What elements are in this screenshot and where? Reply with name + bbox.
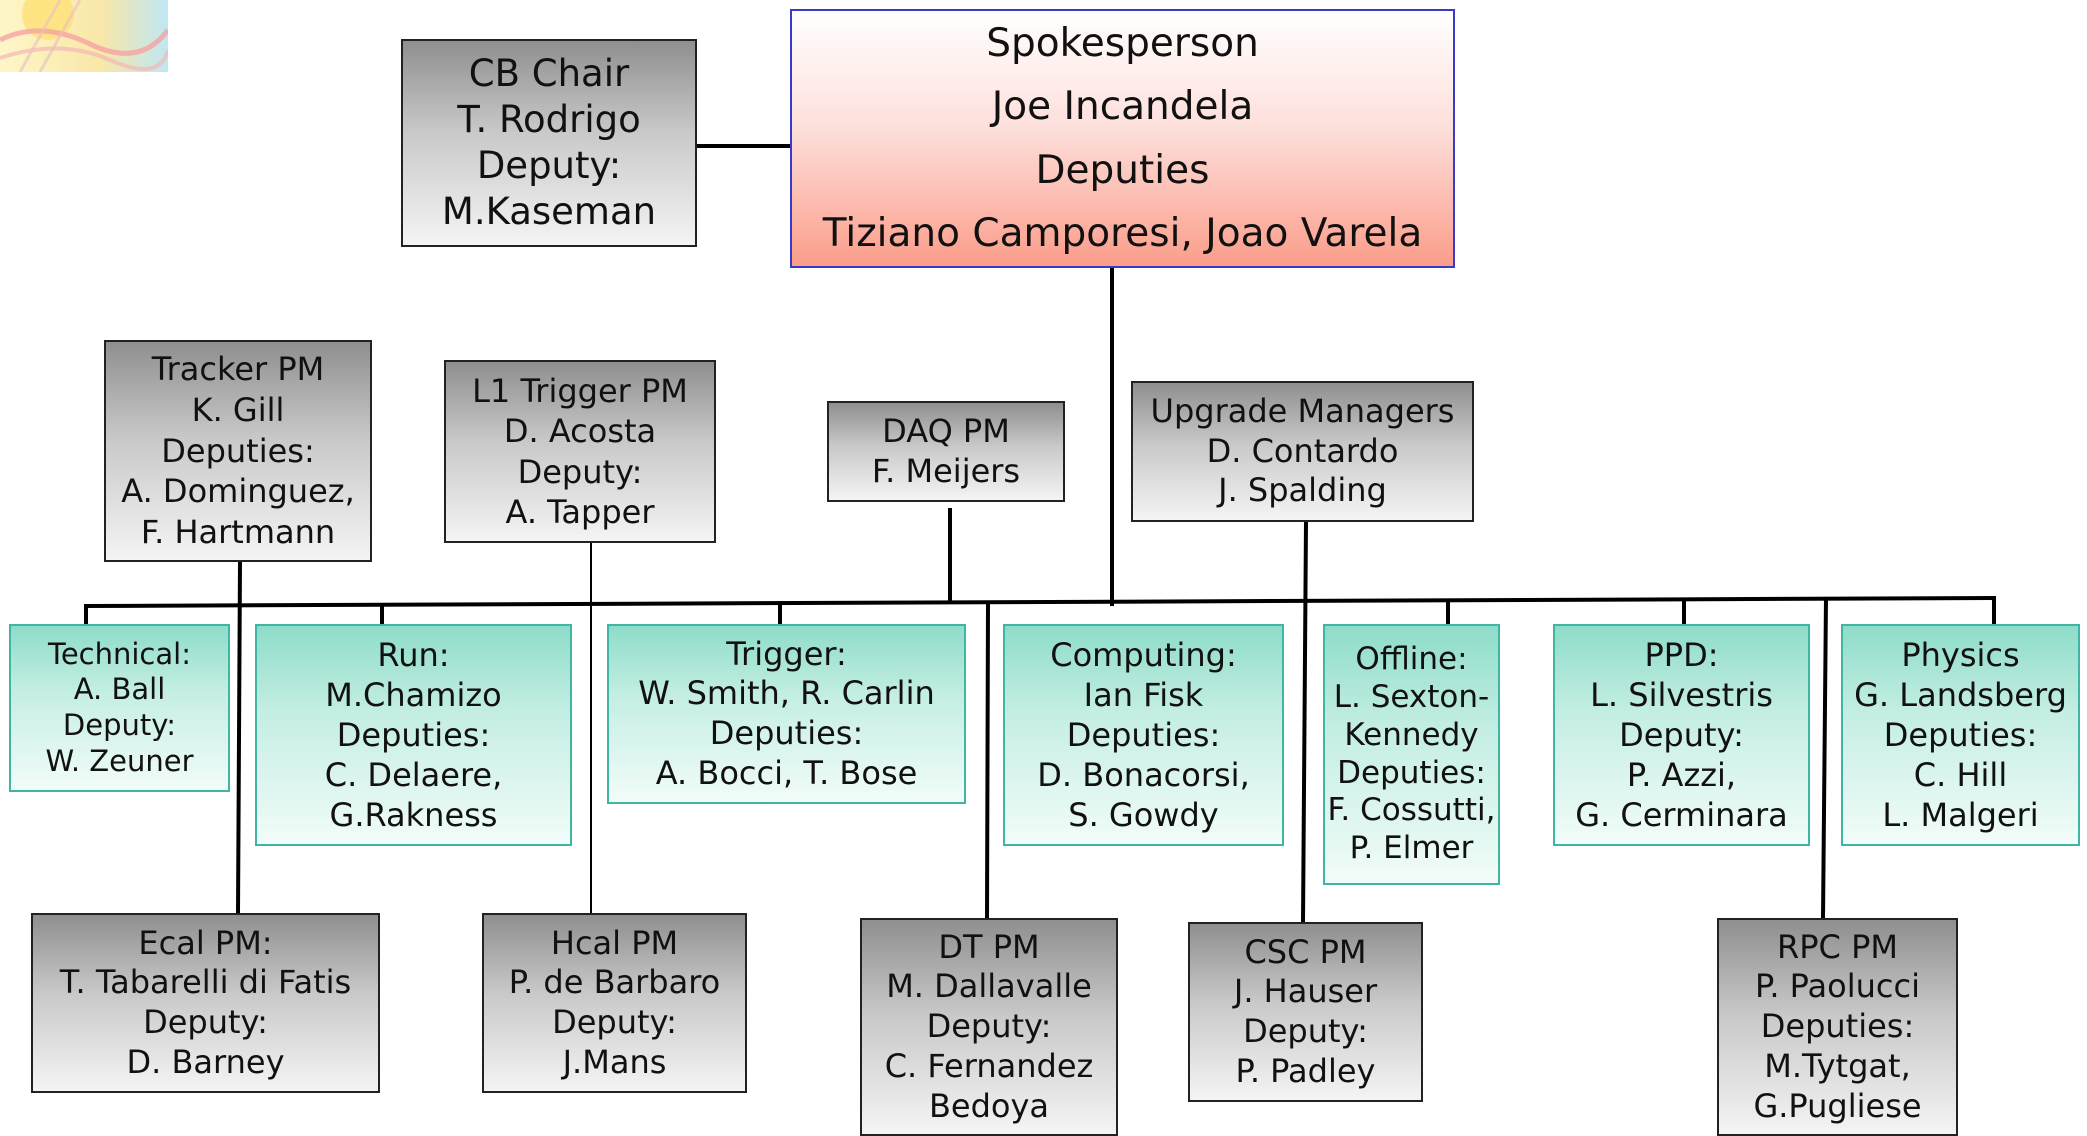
tracker-pm-line-1: Tracker PM: [151, 349, 325, 388]
ecal-pm-line-2: T. Tabarelli di Fatis: [59, 963, 352, 1002]
trigger-line-2: W. Smith, R. Carlin: [638, 674, 935, 713]
technical-line-3: Deputy:: [62, 708, 177, 742]
spokesperson-deputies-names: Tiziano Camporesi, Joao Varela: [822, 210, 1423, 256]
ppd-line-5: G. Cerminara: [1575, 796, 1788, 834]
offline-line-3: Kennedy: [1344, 716, 1479, 753]
run-line-1: Run:: [377, 636, 450, 674]
tracker-pm-line-2: K. Gill: [191, 390, 285, 429]
computing-line-2: Ian Fisk: [1083, 676, 1204, 714]
run-line-2: M.Chamizo: [325, 676, 502, 714]
offline-line-6: P. Elmer: [1349, 830, 1474, 867]
l1-trigger-pm-line-2: D. Acosta: [503, 412, 657, 451]
run-line-3: Deputies:: [336, 716, 491, 754]
physics-line-4: C. Hill: [1913, 756, 2008, 794]
tracker-pm-line-3: Deputies:: [161, 431, 315, 470]
l1-trigger-pm-line-1: L1 Trigger PM: [472, 371, 688, 410]
physics-box: Physics G. Landsberg Deputies: C. Hill L…: [1841, 624, 2080, 846]
cb-chair-box: CB Chair T. Rodrigo Deputy: M.Kaseman: [401, 39, 697, 247]
ppd-line-3: Deputy:: [1619, 716, 1744, 754]
run-box: Run: M.Chamizo Deputies: C. Delaere, G.R…: [255, 624, 572, 846]
cb-chair-deputy-label: Deputy:: [476, 144, 622, 187]
ecal-pm-line-1: Ecal PM:: [138, 923, 273, 962]
run-line-5: G.Rakness: [329, 796, 498, 834]
ppd-line-2: L. Silvestris: [1590, 676, 1773, 714]
offline-line-2: L. Sexton-: [1333, 678, 1490, 715]
trigger-box: Trigger: W. Smith, R. Carlin Deputies: A…: [607, 624, 966, 804]
ecal-pm-box: Ecal PM: T. Tabarelli di Fatis Deputy: D…: [31, 913, 380, 1093]
rpc-pm-line-1: RPC PM: [1777, 927, 1898, 966]
tracker-pm-line-4: A. Dominguez,: [121, 472, 355, 511]
dt-pm-line-5: Bedoya: [928, 1086, 1050, 1125]
computing-line-3: Deputies:: [1066, 716, 1221, 754]
hcal-pm-line-2: P. de Barbaro: [508, 963, 721, 1002]
physics-line-5: L. Malgeri: [1882, 796, 2039, 834]
ppd-box: PPD: L. Silvestris Deputy: P. Azzi, G. C…: [1553, 624, 1810, 846]
dt-pm-line-3: Deputy:: [926, 1007, 1052, 1046]
upgrade-managers-box: Upgrade Managers D. Contardo J. Spalding: [1131, 381, 1474, 522]
cb-chair-name: T. Rodrigo: [457, 97, 641, 141]
spokesperson-title: Spokesperson: [986, 21, 1259, 67]
ppd-line-1: PPD:: [1644, 636, 1719, 674]
ecal-pm-line-3: Deputy:: [143, 1003, 268, 1041]
dt-pm-line-4: C. Fernandez: [884, 1046, 1094, 1085]
physics-line-1: Physics: [1901, 636, 2020, 674]
rpc-pm-line-5: G.Pugliese: [1753, 1086, 1922, 1125]
corner-logo-graphic: [0, 0, 168, 72]
trigger-line-3: Deputies:: [709, 714, 864, 752]
dt-pm-line-1: DT PM: [938, 927, 1040, 966]
technical-line-4: W. Zeuner: [45, 743, 194, 778]
l1-trigger-pm-line-4: A. Tapper: [505, 492, 655, 531]
csc-pm-box: CSC PM J. Hauser Deputy: P. Padley: [1188, 922, 1423, 1102]
hcal-pm-line-1: Hcal PM: [550, 923, 679, 962]
tracker-pm-box: Tracker PM K. Gill Deputies: A. Domingue…: [104, 340, 372, 562]
upgrade-managers-line-3: J. Spalding: [1218, 471, 1387, 510]
hcal-pm-line-3: Deputy:: [552, 1003, 677, 1041]
daq-pm-line-2: F. Meijers: [871, 451, 1021, 490]
tracker-pm-line-5: F. Hartmann: [140, 513, 336, 552]
rpc-pm-line-3: Deputies:: [1760, 1007, 1915, 1046]
trigger-line-1: Trigger:: [726, 634, 847, 673]
physics-line-3: Deputies:: [1883, 716, 2038, 754]
rpc-pm-line-4: M.Tytgat,: [1764, 1046, 1911, 1085]
offline-line-4: Deputies:: [1337, 754, 1486, 791]
csc-pm-line-3: Deputy:: [1243, 1012, 1368, 1050]
rpc-pm-box: RPC PM P. Paolucci Deputies: M.Tytgat, G…: [1717, 918, 1958, 1136]
technical-box: Technical: A. Ball Deputy: W. Zeuner: [9, 624, 230, 792]
offline-line-1: Offline:: [1355, 641, 1468, 678]
computing-line-1: Computing:: [1050, 636, 1237, 674]
technical-line-2: A. Ball: [73, 672, 166, 707]
cb-chair-deputy-name: M.Kaseman: [441, 190, 657, 234]
spokesperson-box: Spokesperson Joe Incandela Deputies Tizi…: [790, 9, 1455, 268]
computing-box: Computing: Ian Fisk Deputies: D. Bonacor…: [1003, 624, 1284, 846]
rpc-pm-line-2: P. Paolucci: [1755, 967, 1920, 1006]
technical-line-1: Technical:: [48, 636, 191, 671]
computing-line-5: S. Gowdy: [1068, 796, 1219, 834]
cb-chair-title: CB Chair: [468, 51, 630, 95]
trigger-line-4: A. Bocci, T. Bose: [655, 753, 918, 792]
computing-line-4: D. Bonacorsi,: [1037, 756, 1250, 794]
ecal-pm-line-4: D. Barney: [126, 1042, 285, 1081]
ppd-line-4: P. Azzi,: [1626, 756, 1737, 794]
csc-pm-line-4: P. Padley: [1235, 1051, 1376, 1090]
spokesperson-name: Joe Incandela: [991, 84, 1254, 130]
l1-trigger-pm-line-3: Deputy:: [517, 452, 643, 491]
hcal-pm-line-4: J.Mans: [562, 1042, 667, 1081]
hcal-pm-box: Hcal PM P. de Barbaro Deputy: J.Mans: [482, 913, 747, 1093]
daq-pm-box: DAQ PM F. Meijers: [827, 401, 1065, 502]
offline-box: Offline: L. Sexton- Kennedy Deputies: F.…: [1323, 624, 1500, 885]
daq-pm-line-1: DAQ PM: [882, 412, 1010, 451]
l1-trigger-pm-box: L1 Trigger PM D. Acosta Deputy: A. Tappe…: [444, 360, 716, 543]
csc-pm-line-1: CSC PM: [1244, 932, 1367, 971]
offline-line-5: F. Cossutti,: [1327, 792, 1496, 829]
dt-pm-line-2: M. Dallavalle: [886, 967, 1092, 1006]
dt-pm-box: DT PM M. Dallavalle Deputy: C. Fernandez…: [860, 918, 1118, 1136]
physics-line-2: G. Landsberg: [1854, 676, 2067, 714]
upgrade-managers-line-2: D. Contardo: [1206, 431, 1399, 470]
csc-pm-line-2: J. Hauser: [1233, 972, 1378, 1011]
upgrade-managers-line-1: Upgrade Managers: [1150, 391, 1455, 430]
spokesperson-deputies-label: Deputies: [1035, 147, 1210, 193]
run-line-4: C. Delaere,: [324, 756, 503, 794]
